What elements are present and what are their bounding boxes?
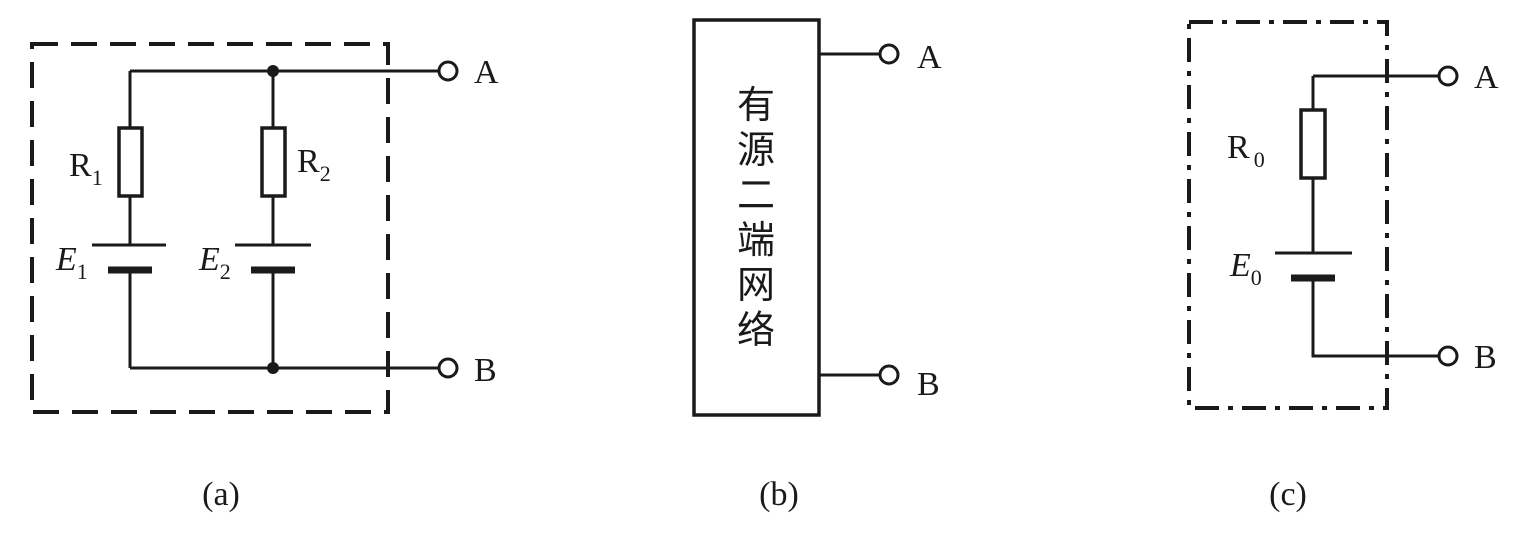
diagram-a-resistor-r2: [260, 126, 287, 198]
diagram-c-terminal-b: [1437, 345, 1459, 367]
diagram-a-dashed-boundary: [30, 42, 390, 414]
diagram-b-terminal-b-label: B: [917, 366, 940, 403]
diagram-c-branch-lower: [1311, 278, 1440, 358]
diagram-a-terminal-b: [437, 357, 459, 379]
diagram-c-terminal-b-label: B: [1474, 339, 1497, 376]
diagram-c-terminal-a-label: A: [1474, 59, 1499, 96]
diagram-a-top-junction-node: [267, 65, 279, 77]
diagram-c-resistor-r0: [1299, 108, 1327, 180]
diagram-b-box-char-2: 源: [737, 128, 775, 172]
diagram-b-box-char-1: 有: [737, 83, 775, 127]
diagram-a-bottom-junction-node: [267, 362, 279, 374]
diagram-c-e0-label: E0: [1229, 247, 1262, 290]
diagram-b-terminal-a: [878, 43, 900, 65]
diagram-a-caption: (a): [202, 476, 240, 513]
diagram-b-box-char-4: 端: [737, 218, 775, 262]
diagram-b-box-char-3: 二: [737, 173, 775, 217]
diagram-b-network-box: [692, 18, 821, 417]
diagram-a: A B R1 R2 E1 E2 (a): [30, 42, 499, 513]
diagram-b-box-char-5: 网: [737, 263, 775, 307]
diagram-b-terminal-b: [878, 364, 900, 386]
diagram-a-r2-label: R2: [297, 143, 331, 186]
diagram-a-r1-label: R1: [69, 147, 103, 190]
diagram-a-e2-label: E2: [198, 241, 231, 284]
diagram-c-caption: (c): [1269, 476, 1307, 513]
diagram-a-resistor-r1: [117, 126, 144, 198]
diagram-b-box-char-6: 络: [737, 308, 775, 352]
diagram-a-terminal-a-label: A: [474, 54, 499, 91]
diagram-a-terminal-b-label: B: [474, 352, 497, 389]
diagram-b: A B 有 源 二 端 网 络 (b): [692, 18, 942, 513]
diagram-a-e1-label: E1: [55, 241, 88, 284]
diagram-c-terminal-a: [1437, 65, 1459, 87]
diagram-c-dashdot-boundary: [1187, 20, 1389, 410]
diagram-a-terminal-a: [437, 60, 459, 82]
diagram-b-terminal-a-label: A: [917, 39, 942, 76]
diagram-b-caption: (b): [759, 476, 799, 513]
